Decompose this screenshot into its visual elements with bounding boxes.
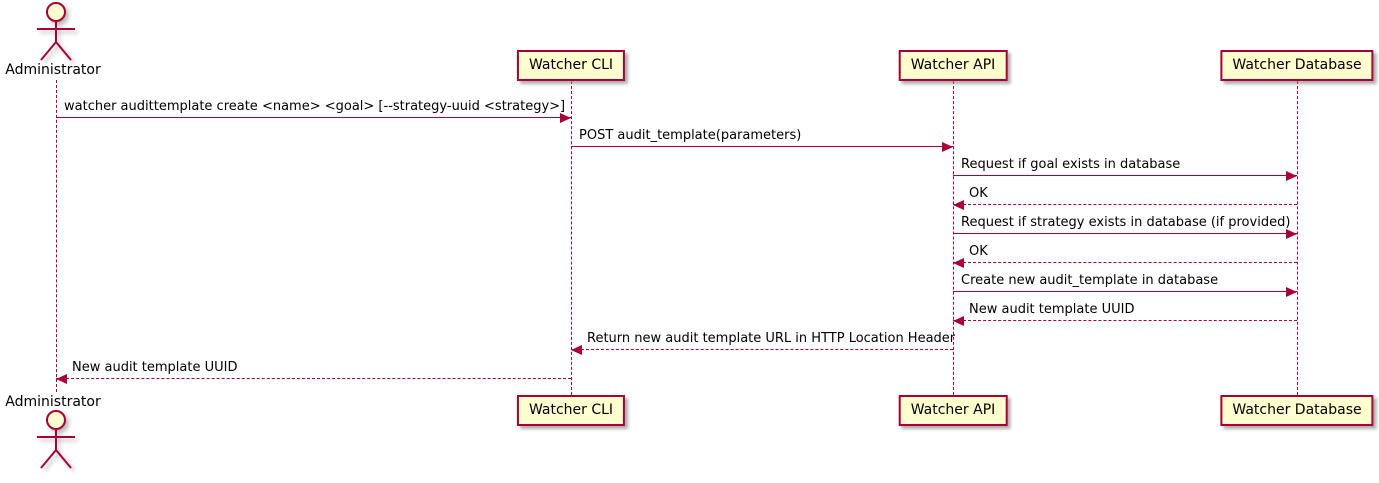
actor-icon: [37, 410, 75, 469]
message-line: [953, 233, 1297, 234]
arrowhead-icon: [953, 200, 964, 210]
participant-box-watcher-cli-bottom: Watcher CLI: [516, 395, 626, 426]
message-line: [953, 175, 1297, 176]
arrowhead-icon: [953, 258, 964, 268]
arrowhead-icon: [1286, 287, 1297, 297]
message-line: [953, 291, 1297, 292]
lifeline-administrator: [56, 80, 57, 392]
message-label: OK: [969, 244, 988, 259]
message-label: OK: [969, 186, 988, 201]
message-line: [56, 117, 571, 118]
lifeline-watcher-api: [953, 81, 954, 395]
message-line: [953, 320, 1297, 321]
participant-box-watcher-api-bottom: Watcher API: [898, 395, 1008, 426]
message-label: POST audit_template(parameters): [579, 128, 802, 143]
arrowhead-icon: [56, 374, 67, 384]
message-line: [56, 378, 571, 379]
actor-label-administrator-bottom: Administrator: [5, 394, 101, 410]
message-label: Request if goal exists in database: [961, 157, 1181, 172]
arrowhead-icon: [560, 113, 571, 123]
message-line: [953, 204, 1297, 205]
lifeline-watcher-cli: [571, 81, 572, 395]
actor-icon: [37, 2, 75, 61]
message-label: New audit template UUID: [72, 360, 238, 375]
message-label: New audit template UUID: [969, 302, 1135, 317]
arrowhead-icon: [571, 345, 582, 355]
message-label: Request if strategy exists in database (…: [961, 215, 1291, 230]
message-label: Return new audit template URL in HTTP Lo…: [587, 331, 956, 346]
participant-box-watcher-api-top: Watcher API: [898, 50, 1008, 81]
message-label: Create new audit_template in database: [961, 273, 1219, 288]
participant-box-watcher-database-bottom: Watcher Database: [1220, 395, 1374, 426]
participant-box-watcher-database-top: Watcher Database: [1220, 50, 1374, 81]
message-line: [571, 349, 953, 350]
arrowhead-icon: [1286, 171, 1297, 181]
arrowhead-icon: [942, 142, 953, 152]
arrowhead-icon: [1286, 229, 1297, 239]
message-line: [953, 262, 1297, 263]
participant-box-watcher-cli-top: Watcher CLI: [516, 50, 626, 81]
message-line: [571, 146, 953, 147]
message-label: watcher audittemplate create <name> <goa…: [64, 99, 566, 114]
lifeline-watcher-database: [1297, 81, 1298, 395]
actor-label-administrator-top: Administrator: [5, 62, 101, 78]
arrowhead-icon: [953, 316, 964, 326]
